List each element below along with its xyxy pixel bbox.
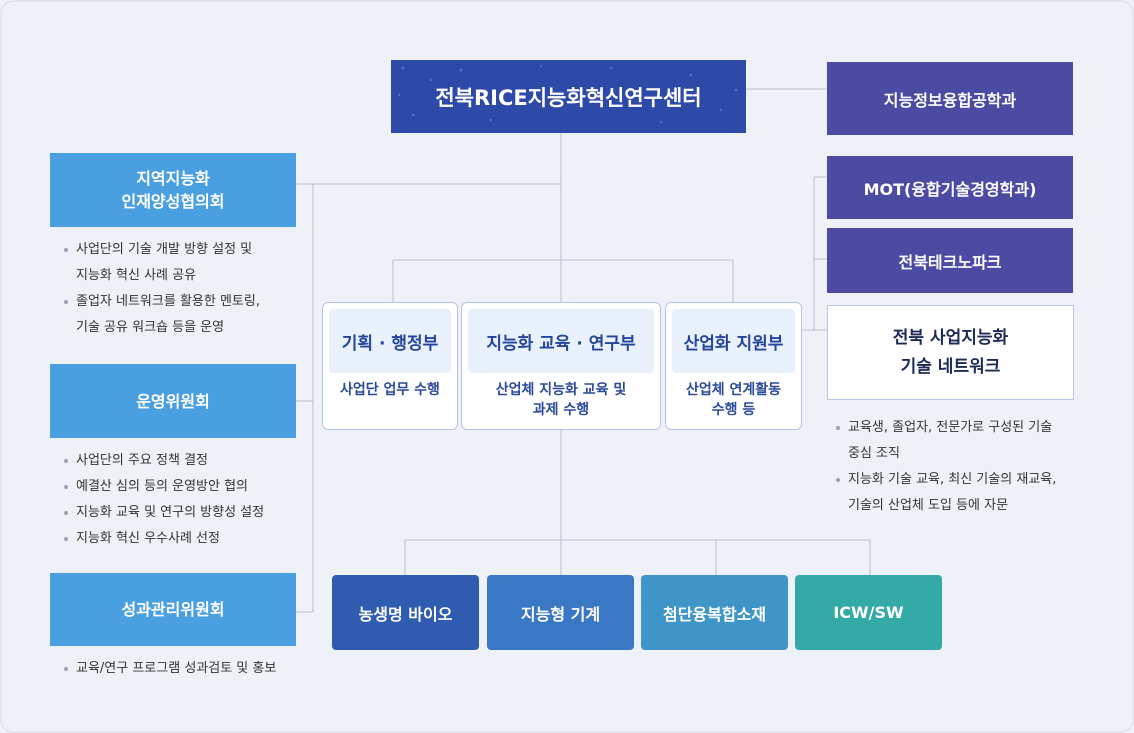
team-advanced-material: 첨단융복합소재 bbox=[641, 575, 788, 650]
dot-pattern bbox=[397, 64, 738, 124]
list-item: 교육/연구 프로그램 성과검토 및 홍보 bbox=[62, 656, 276, 682]
partner-mot: MOT(융합기술경영학과) bbox=[827, 156, 1073, 219]
dept-planning: 기획 · 행정부 사업단 업무 수행 bbox=[322, 302, 458, 430]
list-item: 사업단의 기술 개발 방향 설정 및 지능화 혁신 사례 공유 bbox=[62, 237, 260, 289]
committee-regional: 지역지능화 인재양성협의회 bbox=[50, 153, 296, 227]
list-item: 졸업자 네트워크를 활용한 멘토링, 기술 공유 워크숍 등을 운영 bbox=[62, 289, 260, 341]
dept-industry-desc: 산업체 연계활동 수행 등 bbox=[685, 382, 782, 418]
committee-operations-notes: 사업단의 주요 정책 결정 예결산 심의 등의 운영방안 협의 지능화 교육 및… bbox=[62, 448, 264, 552]
team-agri-bio: 농생명 바이오 bbox=[332, 575, 479, 650]
network-box: 전북 사업지능화 기술 네트워크 bbox=[827, 305, 1074, 400]
committee-performance-notes: 교육/연구 프로그램 성과검토 및 홍보 bbox=[62, 656, 276, 682]
list-item: 지능화 교육 및 연구의 방향성 설정 bbox=[62, 500, 264, 526]
dept-industry-title: 산업화 지원부 bbox=[672, 309, 795, 373]
dept-industry: 산업화 지원부 산업체 연계활동 수행 등 bbox=[665, 302, 802, 430]
list-item: 지능화 혁신 우수사례 선정 bbox=[62, 526, 264, 552]
committee-regional-notes: 사업단의 기술 개발 방향 설정 및 지능화 혁신 사례 공유 졸업자 네트워크… bbox=[62, 237, 260, 341]
network-notes: 교육생, 졸업자, 전문가로 구성된 기술 중심 조직 지능화 기술 교육, 최… bbox=[834, 415, 1056, 519]
center-title: 전북RICE지능화혁신연구센터 bbox=[435, 85, 702, 110]
dept-planning-title: 기획 · 행정부 bbox=[329, 309, 451, 373]
list-item: 지능화 기술 교육, 최신 기술의 재교육, 기술의 산업체 도입 등에 자문 bbox=[834, 467, 1056, 519]
center-box: 전북RICE지능화혁신연구센터 bbox=[391, 60, 746, 133]
dept-planning-desc: 사업단 업무 수행 bbox=[340, 382, 440, 398]
dept-education: 지능화 교육 · 연구부 산업체 지능화 교육 및 과제 수행 bbox=[461, 302, 661, 430]
list-item: 예결산 심의 등의 운영방안 협의 bbox=[62, 474, 264, 500]
list-item: 교육생, 졸업자, 전문가로 구성된 기술 중심 조직 bbox=[834, 415, 1056, 467]
list-item: 사업단의 주요 정책 결정 bbox=[62, 448, 264, 474]
partner-intelligence-dept: 지능정보융합공학과 bbox=[827, 62, 1073, 135]
dept-education-title: 지능화 교육 · 연구부 bbox=[468, 309, 654, 373]
committee-operations: 운영위원회 bbox=[50, 364, 296, 438]
partner-technopark: 전북테크노파크 bbox=[827, 228, 1073, 293]
team-smart-machine: 지능형 기계 bbox=[487, 575, 634, 650]
committee-performance: 성과관리위원회 bbox=[50, 573, 296, 646]
team-icw-sw: ICW/SW bbox=[795, 575, 942, 650]
dept-education-desc: 산업체 지능화 교육 및 과제 수행 bbox=[495, 382, 627, 418]
